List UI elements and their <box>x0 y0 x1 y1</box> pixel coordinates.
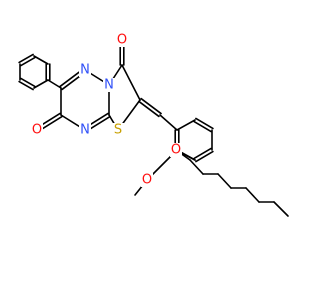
bond-k1-k2 <box>189 159 204 175</box>
bond-ph4-ph5-a <box>18 53 34 64</box>
bond-ar6-ar1 <box>176 119 196 131</box>
atom-o-carbonyl-left: O <box>31 123 43 138</box>
bond-ph6-ph1-a <box>18 80 34 91</box>
svg-text:N: N <box>104 78 114 93</box>
bond-ph1-ph2 <box>33 79 49 89</box>
svg-text:S: S <box>114 123 122 138</box>
bond-ar3-ar4-a <box>195 150 214 163</box>
bond-ph2-c6 <box>47 79 62 89</box>
chemical-structure-diagram: N N N O O S O O <box>18 33 289 217</box>
bond-c2-ch-b <box>140 97 162 115</box>
bond-ar3-ar4-b <box>193 147 212 160</box>
svg-text:O: O <box>32 123 42 138</box>
bond-k7-k8 <box>273 201 289 217</box>
atom-o-methoxy: O <box>141 173 153 188</box>
svg-text:O: O <box>117 33 127 48</box>
atom-o-ether: O <box>170 143 182 158</box>
bond-layer <box>18 39 289 217</box>
atom-label-layer: N N N O O S O O <box>31 33 182 188</box>
bond-ph6-ph1-b <box>20 77 36 88</box>
atom-o-carbonyl-right: O <box>116 33 128 48</box>
atom-s-ring: S <box>112 123 124 138</box>
bond-c3-c2 <box>121 64 141 101</box>
bond-c2-ch-a <box>138 100 160 118</box>
atom-n-lower: N <box>79 123 91 138</box>
svg-text:O: O <box>171 143 181 158</box>
bond-ar5-ar6-a <box>195 117 214 130</box>
atom-n-bridge: N <box>103 78 115 93</box>
svg-text:N: N <box>80 63 90 78</box>
bond-k5-k6 <box>245 187 260 203</box>
bond-ar5-ar6-b <box>193 120 212 133</box>
atom-n-top: N <box>79 63 91 78</box>
bond-ch-ar1 <box>159 114 178 131</box>
bond-ph3-ph4 <box>33 55 49 65</box>
svg-text:O: O <box>142 173 152 188</box>
bond-ph4-ph5-b <box>20 56 36 67</box>
svg-text:N: N <box>80 123 90 138</box>
bond-k3-k4 <box>217 173 232 189</box>
